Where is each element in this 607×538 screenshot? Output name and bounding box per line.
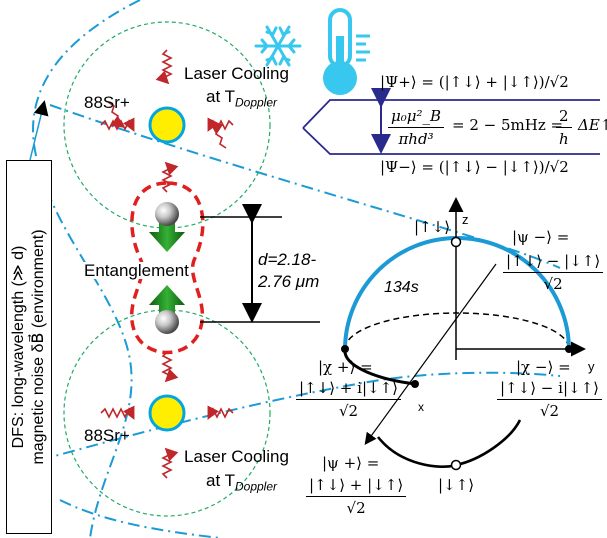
isotope-label-top: 88Sr+ (84, 93, 130, 112)
distance-label-line2: 2.76 μm (258, 272, 320, 291)
axis-x-label: x (418, 400, 424, 414)
chi-minus-state-label: |χ −⟩ = (516, 358, 571, 376)
chi-plus-fraction: |↑↓⟩ + i|↓↑⟩ √2 (296, 379, 401, 420)
bloch-point-left (341, 345, 349, 353)
spin-up-bottom (149, 285, 185, 334)
splitting-fraction-right-den: h (558, 130, 569, 148)
snowflake-icon (254, 25, 302, 67)
bloch-equator-front (343, 348, 416, 386)
bloch-sphere (341, 197, 586, 471)
psi-plus-den: √2 (346, 499, 366, 517)
distance-label-line1: d=2.18- (258, 250, 317, 269)
bloch-point-front (411, 380, 419, 388)
chi-minus-num: |↑↓⟩ − i|↓↑⟩ (497, 379, 602, 400)
axis-z-label: z (462, 212, 469, 227)
noise-pointer-arrow (29, 100, 49, 161)
psi-plus-num: |↑↓⟩ + |↓↑⟩ (306, 476, 407, 497)
noise-wave-right (49, 104, 561, 269)
chi-plus-den: √2 (338, 402, 359, 420)
splitting-fraction-right-num: 2 (556, 107, 572, 128)
entanglement-outline (129, 181, 205, 355)
cooling-sub-top: Doppler (234, 95, 278, 110)
splitting-tail: ΔE↑↓ (578, 116, 607, 134)
noise-wave-left (32, 0, 141, 538)
laser-beams-bottom (100, 351, 234, 479)
bloch-equator-back (344, 312, 570, 350)
chi-minus-fraction: |↑↓⟩ − i|↓↑⟩ √2 (497, 379, 602, 420)
psi-minus-level-label: |Ψ−⟩ = (|↑↓⟩ − |↓↑⟩)/√2 (380, 158, 569, 176)
axis-y-label: y (588, 359, 595, 374)
chi-plus-state-label: |χ +⟩ = (318, 358, 373, 376)
cooling-label-bottom-line2: at TDoppler (206, 471, 278, 494)
isotope-label-bottom: 88Sr+ (84, 426, 130, 445)
laser-beams-top (100, 49, 234, 193)
north-state-label: |↑↓⟩ (414, 218, 451, 236)
thermometer-icon (323, 8, 370, 95)
energy-level-lines (302, 99, 600, 155)
psi-minus-num: |↑↓⟩ − |↓↑⟩ (503, 252, 604, 273)
noise-wave-lower (39, 371, 561, 461)
bloch-point-north (450, 236, 462, 248)
south-state-label: |↓↑⟩ (438, 476, 475, 494)
cooling-label-top-line2: at TDoppler (206, 87, 278, 110)
psi-plus-fraction: |↑↓⟩ + |↓↑⟩ √2 (306, 476, 407, 517)
cooling-label-bottom-line1: Laser Cooling (184, 447, 289, 466)
splitting-middle: = 2 − 5mHz = (452, 116, 564, 134)
chi-plus-num: |↑↓⟩ + i|↓↑⟩ (296, 379, 401, 400)
psi-plus-state-label: |ψ +⟩ = (322, 454, 380, 472)
entanglement-label: Entanglement (82, 261, 191, 280)
ion-top (148, 106, 186, 144)
time-label: 134s (384, 279, 419, 296)
bloch-lower-curve (376, 419, 522, 468)
bloch-arc-right (455, 235, 571, 350)
environment-label-line2: magnetic noise δB⃗ (environment) (30, 229, 47, 465)
chi-minus-den: √2 (539, 402, 560, 420)
splitting-fraction-left-num: μ₀μ²_B (388, 107, 445, 128)
ion-bottom (148, 394, 186, 432)
environment-label-line1: DFS: long-wavelength (≫ d) (10, 245, 27, 449)
bloch-axis-x (364, 263, 497, 445)
psi-minus-state-label: |ψ −⟩ = (512, 228, 570, 246)
splitting-fraction-left-den: πhd³ (398, 130, 434, 148)
environment-label-box: DFS: long-wavelength (≫ d) magnetic nois… (6, 160, 52, 534)
splitting-fraction-left: μ₀μ²_B πhd³ (388, 107, 445, 148)
cooling-label-top-line1: Laser Cooling (184, 64, 289, 83)
bloch-point-south (450, 459, 462, 471)
psi-minus-den: √2 (543, 275, 563, 293)
noise-wave-bottom (59, 499, 221, 538)
bloch-arc-left (343, 236, 457, 350)
splitting-fraction-right: 2 h (556, 107, 572, 148)
cooling-sub-bottom: Doppler (234, 479, 278, 494)
spin-down-top (149, 202, 185, 252)
psi-plus-level-label: |Ψ+⟩ = (|↑↓⟩ + |↓↑⟩)/√2 (380, 73, 569, 91)
psi-minus-fraction: |↑↓⟩ − |↓↑⟩ √2 (503, 252, 604, 293)
bloch-point-right (565, 345, 573, 353)
